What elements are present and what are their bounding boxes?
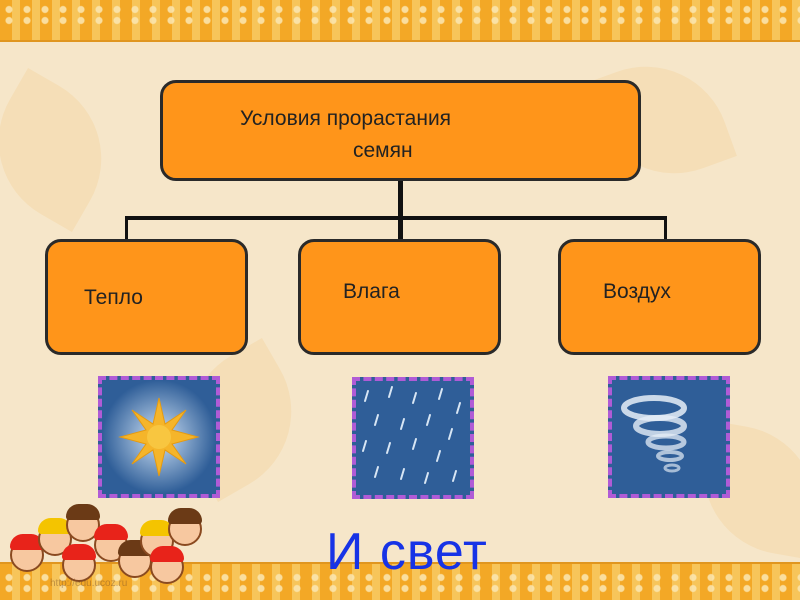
root-label-line2: семян (353, 139, 413, 162)
sun-icon (98, 376, 220, 498)
root-node: Условия прорастания семян (160, 80, 641, 181)
node-moisture-label: Влага (343, 280, 400, 303)
node-air: Воздух (558, 239, 761, 355)
node-moisture: Влага (298, 239, 501, 355)
watermark: http://edu.ucoz.ru (50, 578, 128, 589)
connector-trunk (398, 181, 403, 241)
rain-icon (352, 377, 474, 499)
node-heat-label: Тепло (84, 286, 143, 309)
background-leaf (0, 68, 132, 232)
connector-left (125, 216, 128, 240)
bottom-decorative-strip (0, 562, 800, 600)
connector-right (664, 216, 667, 240)
whirlwind-icon (608, 376, 730, 498)
top-decorative-strip (0, 0, 800, 42)
root-label-line1: Условия прорастания (240, 107, 452, 130)
node-heat: Тепло (45, 239, 248, 355)
connector-bar (125, 216, 667, 220)
caption-text: И свет (326, 523, 488, 581)
children-illustration (0, 500, 202, 584)
node-air-label: Воздух (603, 280, 671, 303)
